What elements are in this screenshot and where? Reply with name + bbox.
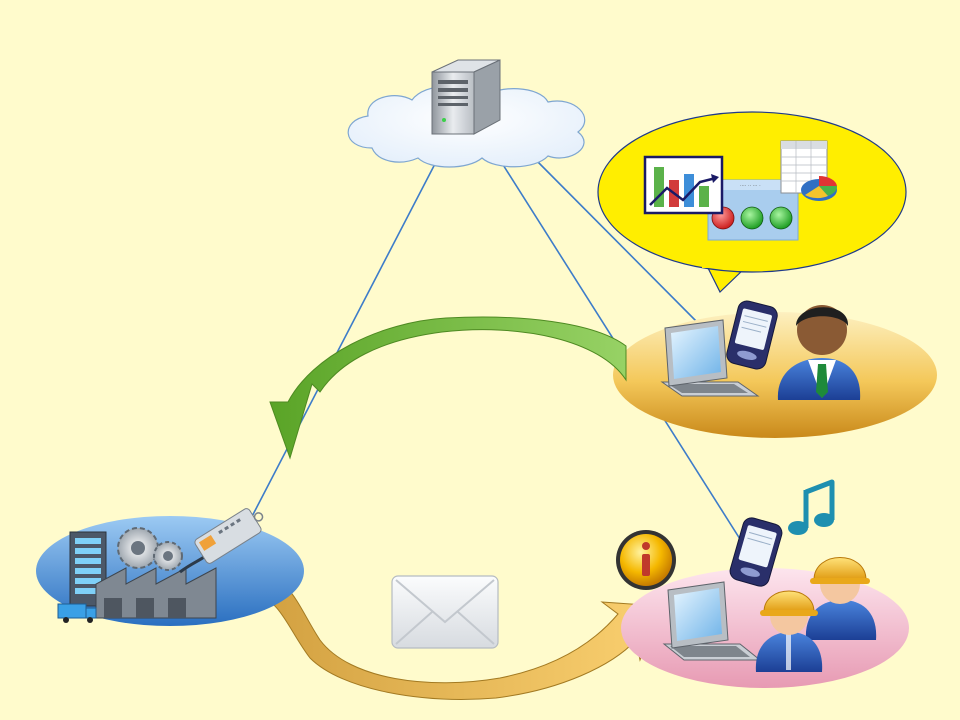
pda-icon: [726, 300, 778, 370]
link-server-factory: [245, 159, 438, 529]
server-icon: [431, 59, 501, 135]
plc-device-icon: [194, 508, 264, 564]
laptop-icon: [662, 581, 762, 661]
info-alert-icon: [616, 530, 676, 590]
field-workers: [616, 479, 909, 688]
spreadsheet-icon: [780, 140, 838, 201]
manager-avatar-icon: [777, 305, 861, 400]
svg-text:···· ·· ··· ·: ···· ·· ··· ·: [740, 183, 761, 189]
email-envelope-icon: [391, 575, 499, 649]
link-server-manager: [532, 156, 701, 326]
factory-icon: [57, 527, 217, 623]
cloud-server: [347, 59, 586, 168]
pda-icon: [729, 517, 783, 587]
manager-station: [613, 300, 937, 438]
line-chart-icon: [643, 155, 724, 215]
speech-bubble: ···· ·· ··· ·: [597, 111, 907, 293]
gears-icon: [117, 527, 183, 571]
factory: [36, 508, 304, 626]
music-note-icon: [788, 479, 835, 535]
laptop-icon: [660, 319, 760, 397]
worker-avatar-icon: [755, 590, 823, 672]
truck-icon: [57, 603, 97, 623]
flow-arrow-green: [269, 316, 627, 460]
worker-avatar-icon: [805, 557, 877, 640]
